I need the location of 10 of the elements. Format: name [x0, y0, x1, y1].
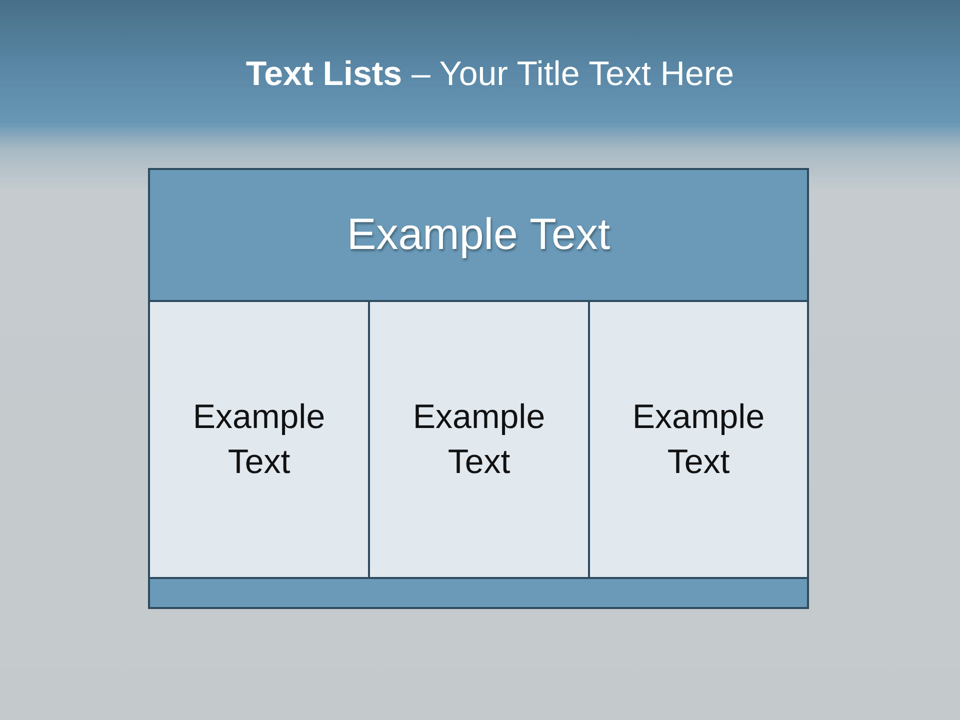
column-text: Example Text: [631, 396, 766, 482]
header-text: Example Text: [346, 210, 610, 260]
footer-bar: [148, 577, 809, 609]
header-box: [148, 168, 809, 302]
column-text: Example Text: [192, 396, 326, 482]
column-box: [148, 300, 370, 579]
column-text: Example Text: [412, 396, 546, 482]
column-box: [368, 300, 590, 579]
column-box: [588, 300, 809, 579]
slide-title: Text Lists – Your Title Text Here: [244, 54, 736, 95]
